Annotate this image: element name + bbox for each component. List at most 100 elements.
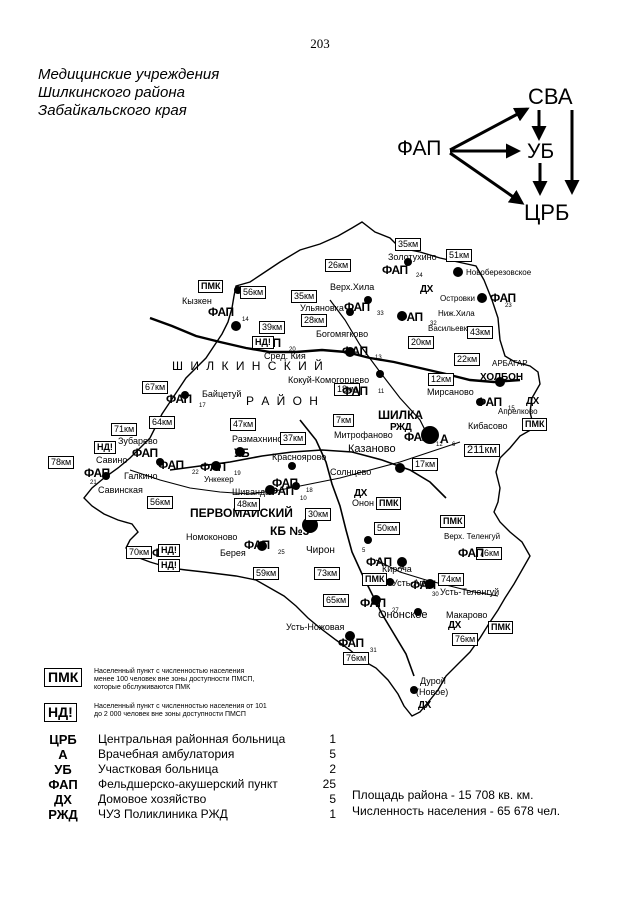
distance-label: 76км: [343, 652, 370, 665]
institution-count: 1: [329, 807, 336, 821]
place-baytsetuy: Байцетуй: [202, 389, 242, 399]
page-number: 203: [310, 36, 330, 51]
fap-number: 27: [392, 608, 399, 614]
place-sred-kiya: Сред. Кия: [264, 351, 306, 361]
fap-number: 28: [398, 565, 405, 571]
distance-label: 35км: [291, 290, 318, 303]
distance-label: 50км: [374, 522, 401, 535]
legend-nd-line-1: Населенный пункт с численностью населени…: [94, 703, 267, 710]
fap-number: 23: [505, 303, 512, 309]
place-makarovo: Макарово: [446, 610, 488, 620]
fap-marker: ФАП: [404, 430, 430, 444]
institution-count: 5: [329, 747, 336, 761]
fap-marker: ФАП: [382, 263, 408, 277]
region-name-2: Р А Й О Н: [246, 394, 320, 408]
fap-marker: ФАП: [458, 546, 484, 560]
distance-label: 65км: [323, 594, 350, 607]
institution-name: Фельдшерско-акушерский пункт: [98, 777, 278, 791]
place-krasnoyarovo: Красноярово: [272, 452, 327, 462]
place-kyzken: Кызкен: [182, 296, 212, 306]
place-berya: Берея: [220, 548, 246, 558]
institution-name: Домовое хозяйство: [98, 792, 207, 806]
place-durkoy: Дурой: [420, 676, 446, 686]
distance-label: 70км: [126, 546, 153, 559]
distance-label: 20км: [408, 336, 435, 349]
pmk-marker: ПМК: [440, 515, 466, 528]
place-bogomyagkovo: Богомягково: [316, 329, 369, 339]
institution-row: ФАП Фельдшерско-акушерский пункт 25: [32, 777, 340, 792]
place-pervomaisky: ПЕРВОМАЙСКИЙ: [190, 506, 293, 520]
fap-marker: ФАП: [200, 460, 226, 474]
fap-number: 21: [90, 480, 97, 486]
place-shivanda: Шиванда: [232, 487, 271, 497]
place-unenker: Ункекер: [204, 475, 234, 484]
place-novoberezovskoe: Новоберезовское: [466, 268, 532, 277]
legend-pmk-line-3: которые обслуживаются ПМК: [94, 684, 191, 691]
place-verkh-telengui: Верх. Теленгуй: [444, 532, 501, 541]
place-nomokonovo: Номоконово: [186, 532, 238, 542]
ub-marker: УБ: [234, 446, 250, 460]
fap-number: 11: [378, 389, 385, 395]
place-arbagar: АРБАГАР: [492, 359, 528, 368]
distance-label: 12км: [428, 373, 455, 386]
fap-number: 10: [300, 496, 307, 502]
distance-label: 76км: [452, 633, 479, 646]
distance-label: 22км: [454, 353, 481, 366]
fap-marker: ФАП: [268, 484, 294, 498]
distance-label: 47км: [230, 418, 257, 431]
distance-label: 48км: [234, 498, 261, 511]
fap-number: 14: [242, 317, 249, 323]
fap-number: 12: [436, 442, 443, 448]
shilka-river: [149, 316, 521, 384]
fap-marker: ФАП: [476, 395, 502, 409]
pervomaisky-marker: [302, 517, 318, 533]
institution-table: ЦРБ Центральная районная больница 1 А Вр…: [32, 732, 340, 822]
scheme-sva: СВА: [528, 84, 573, 109]
place-ostrovki: Островки: [440, 294, 476, 303]
fap-number: 33: [377, 311, 384, 317]
institution-name: ЧУЗ Поликлиника РЖД: [98, 807, 228, 821]
place-talkino: Галкино: [124, 471, 158, 481]
place-zubarevo: Зубарево: [118, 436, 158, 446]
institution-row: ДХ Домовое хозяйство 5: [32, 792, 340, 807]
fap-marker: ФАП: [338, 636, 364, 650]
place-kirocha: Кироча: [382, 564, 412, 574]
fap-number: 13: [375, 355, 382, 361]
distance-label: 43км: [467, 326, 494, 339]
legend-pmk-line-2: менее 100 человек вне зоны доступности П…: [94, 676, 255, 683]
fap-number: 19: [234, 471, 241, 477]
distance-label: 30км: [305, 508, 332, 521]
title-line-3: Забайкальского края: [38, 102, 187, 119]
institution-name: Врачебная амбулатория: [98, 747, 235, 761]
place-savvino: Савино: [96, 455, 128, 465]
fap-number: 18: [306, 488, 313, 494]
a-marker: А: [440, 432, 449, 446]
place-vasilyevka: Васильевка: [428, 324, 472, 333]
fap-marker: ФАП: [397, 310, 423, 324]
arrow-fap-crb: [449, 151, 525, 205]
fap-number: 30: [432, 592, 439, 598]
institution-row: А Врачебная амбулатория 5: [32, 747, 340, 762]
place-ononskoe: Ононское: [378, 609, 428, 621]
fap-number: 24: [416, 273, 423, 279]
pmk-marker: ПМК: [198, 280, 224, 293]
place-kholbon: ХОЛБОН: [480, 372, 524, 383]
place-zolotukhino: Золотухино: [388, 252, 437, 262]
place-onon: Онон: [352, 498, 374, 508]
place-savinskaya: Савинская: [98, 485, 143, 495]
place-mitrofanovo: Митрофаново: [334, 430, 393, 440]
fap-number: 6: [452, 442, 456, 448]
rzhd-marker: РЖД: [390, 422, 412, 433]
map-title: Медицинские учреждения Шилкинского район…: [38, 66, 219, 120]
place-nizh-khila: Ниж.Хила: [438, 309, 475, 318]
district-border: [83, 221, 541, 717]
region-name-1: Ш И Л К И Н С К И Й: [172, 359, 325, 373]
place-verkh-khila: Верх.Хила: [330, 282, 375, 292]
place-novoe: (Новое): [416, 687, 449, 697]
distance-label: 35км: [395, 238, 422, 251]
scheme-ub: УБ: [527, 140, 555, 163]
nd-marker: НД!: [94, 441, 116, 454]
place-ust-nozhovaya: Усть-Ножовая: [286, 622, 345, 632]
fap-number: 17: [199, 403, 206, 409]
institution-name: Центральная районная больница: [98, 732, 286, 746]
